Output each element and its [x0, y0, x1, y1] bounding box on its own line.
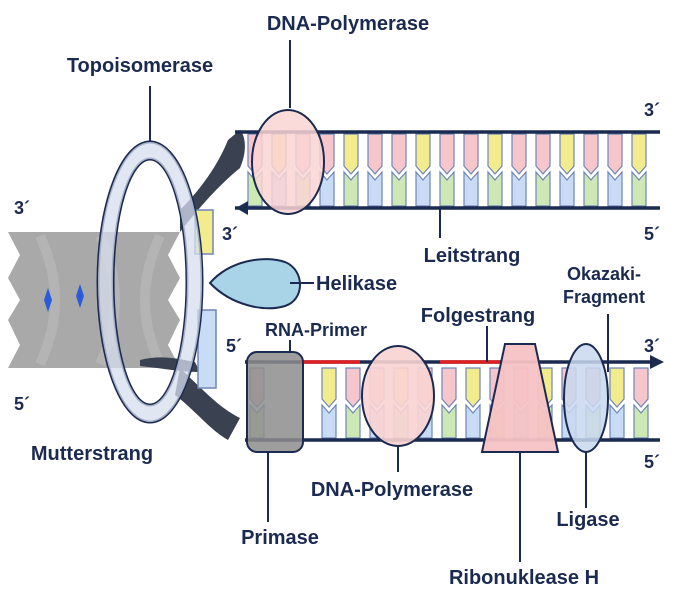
label-helikase: Helikase [316, 273, 397, 295]
parental-dna [8, 232, 180, 368]
base-pair [607, 133, 623, 207]
label-leitstrang: Leitstrang [424, 245, 521, 267]
label-dna-polymerase-top: DNA-Polymerase [267, 13, 429, 35]
label-okazaki-1: Okazaki- [567, 264, 641, 284]
end-lagging-5: 5´ [226, 336, 242, 356]
base-pair [487, 133, 503, 207]
base-pair [511, 133, 527, 207]
label-dna-polymerase-bottom: DNA-Polymerase [311, 479, 473, 501]
label-topoisomerase: Topoisomerase [67, 55, 213, 77]
label-folgestrang: Folgestrang [421, 305, 535, 327]
base-pair [535, 133, 551, 207]
ribonuklease-enzyme [480, 343, 560, 453]
label-rna-primer: RNA-Primer [265, 320, 367, 340]
label-mutterstrang: Mutterstrang [31, 443, 153, 465]
base-pair [465, 367, 481, 439]
base-pair [367, 133, 383, 207]
base-pair [631, 133, 647, 207]
base-pair [343, 133, 359, 207]
lagging-arrowhead-right [650, 355, 664, 369]
label-okazaki-2: Fragment [563, 287, 645, 307]
label-ribonuklease: Ribonuklease H [449, 567, 599, 589]
base-pair [415, 133, 431, 207]
base-pair [439, 133, 455, 207]
end-lagging-3: 3´ [644, 336, 660, 356]
base-pair [321, 367, 337, 439]
end-left-3: 3´ [14, 198, 30, 218]
base-pair [345, 367, 361, 439]
ligase-enzyme [563, 343, 609, 453]
base-pair [463, 133, 479, 207]
helikase-enzyme [208, 258, 301, 310]
label-primase: Primase [241, 527, 319, 549]
base-pair [633, 367, 649, 439]
base-pair [441, 367, 457, 439]
leading-arrowhead [236, 201, 248, 215]
dna-polymerase-top-enzyme [251, 109, 325, 215]
base-pair [391, 133, 407, 207]
end-bottom-right-5: 5´ [644, 452, 660, 472]
end-right-5-upper: 5´ [644, 224, 660, 244]
primase-enzyme [246, 351, 304, 453]
end-mid-3: 3´ [222, 224, 238, 244]
end-left-5: 5´ [14, 394, 30, 414]
base-pair [559, 133, 575, 207]
base-pair [609, 367, 625, 439]
label-ligase: Ligase [556, 509, 619, 531]
helikase-bases [194, 209, 217, 389]
dna-polymerase-bottom-enzyme [361, 345, 435, 447]
end-top-right-3: 3´ [644, 100, 660, 120]
base-pair [583, 133, 599, 207]
